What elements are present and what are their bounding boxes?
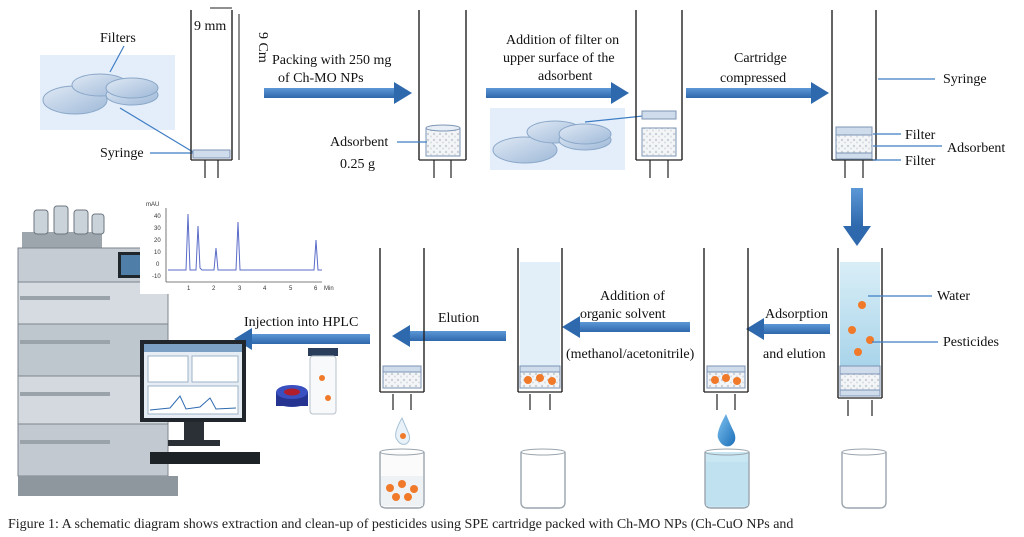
vial-cap [276,385,308,407]
x-tick-label: 6 [314,286,318,292]
figure-caption: Figure 1: A schematic diagram shows extr… [0,517,1024,537]
chromatogram-trace [168,213,322,271]
y-tick-label: 0 [156,262,160,268]
x-tick-label: 5 [289,286,293,292]
syringe-with-top-filter [635,10,683,178]
beaker-step8 [379,448,425,509]
adsorbent-label-step4: Adsorbent [947,141,1005,156]
syringe-label-step1: Syringe [100,146,144,161]
arrow-step1-to-2 [264,82,412,104]
height-label: 9 Cm [255,32,270,63]
figure-caption-text: Figure 1: A schematic diagram shows extr… [8,517,794,532]
chromatogram-x-unit: Min [324,286,334,292]
eluate-drop [395,416,411,445]
arrow-step6-to-7 [562,316,690,338]
adsorption-label-line2: and elution [763,347,826,362]
step1-filter-discs [40,55,175,130]
computer-monitor [140,340,260,464]
sample-vial [308,348,338,415]
chromatogram-y-unit: mAU [146,202,159,208]
beaker-step5 [841,448,887,509]
water-label: Water [937,289,970,304]
x-tick-label: 1 [187,286,191,292]
syringe-loaded-adsorbent [703,248,749,410]
step3-filter-discs [490,108,625,170]
filter-top-label: Filter [905,128,936,143]
syringe-pointer-2 [119,107,194,153]
injection-label: Injection into HPLC [244,315,358,330]
y-tick-label: 40 [154,214,161,220]
compressed-label-line2: compressed [720,71,786,86]
chromatogram-y-tick-labels: 40 30 20 10 0 -10 [152,214,161,280]
syringe-empty [190,10,233,178]
syringe-water-pesticides [837,248,883,416]
syringe-eluting [379,248,425,410]
arrow-step7-to-8 [392,325,506,347]
y-tick-label: 30 [154,226,161,232]
add-filter-label-line1: Addition of filter on [506,33,619,48]
add-filter-label-line2: upper surface of the [503,51,615,66]
x-tick-label: 3 [238,286,242,292]
y-tick-label: 10 [154,250,161,256]
beaker-step6 [704,448,750,509]
chromatogram-x-tick-labels: 1 2 3 4 5 6 [187,286,318,292]
filter-bottom-label: Filter [905,154,936,169]
filters-pointer [109,45,125,73]
pesticides-label: Pesticides [943,335,999,350]
x-tick-label: 2 [212,286,216,292]
packing-label-line2: of Ch-MO NPs [278,71,364,86]
syringe-with-solvent [517,248,563,410]
chromatogram: mAU 40 30 20 10 0 -10 1 2 3 4 5 6 Min [140,198,334,294]
syringe-compressed [831,10,877,178]
arrow-step5-to-6 [746,318,830,340]
arrow-down-step4-to-5 [843,188,871,246]
filter-pointer-step3 [584,115,644,123]
x-tick-label: 4 [263,286,267,292]
adsorbent-label-line1: Adsorbent [330,135,388,150]
organic-label-line3: (methanol/acetonitrile) [566,347,695,362]
packing-label-line1: Packing with 250 mg [272,53,391,68]
organic-label-line1: Addition of [600,289,665,304]
elution-label: Elution [438,311,479,326]
organic-label-line2: organic solvent [580,307,666,322]
syringe-label-step4: Syringe [943,72,987,87]
arrow-step8-to-hplc [234,328,370,350]
syringe-with-adsorbent [418,10,467,178]
y-tick-label: 20 [154,238,161,244]
eluate-drop-pesticide [400,433,406,439]
add-filter-label-line3: adsorbent [538,69,593,84]
arrow-step3-to-4 [686,82,829,104]
water-drop [717,414,736,447]
width-label: 9 mm [194,19,226,34]
adsorbent-label-line2: 0.25 g [340,157,375,172]
beaker-step7 [520,448,566,509]
y-tick-label: -10 [152,274,161,280]
adsorption-label-line1: Adsorption [765,307,828,322]
arrow-step2-to-3 [486,82,629,104]
filters-label: Filters [100,31,136,46]
compressed-label-line1: Cartridge [734,51,787,66]
